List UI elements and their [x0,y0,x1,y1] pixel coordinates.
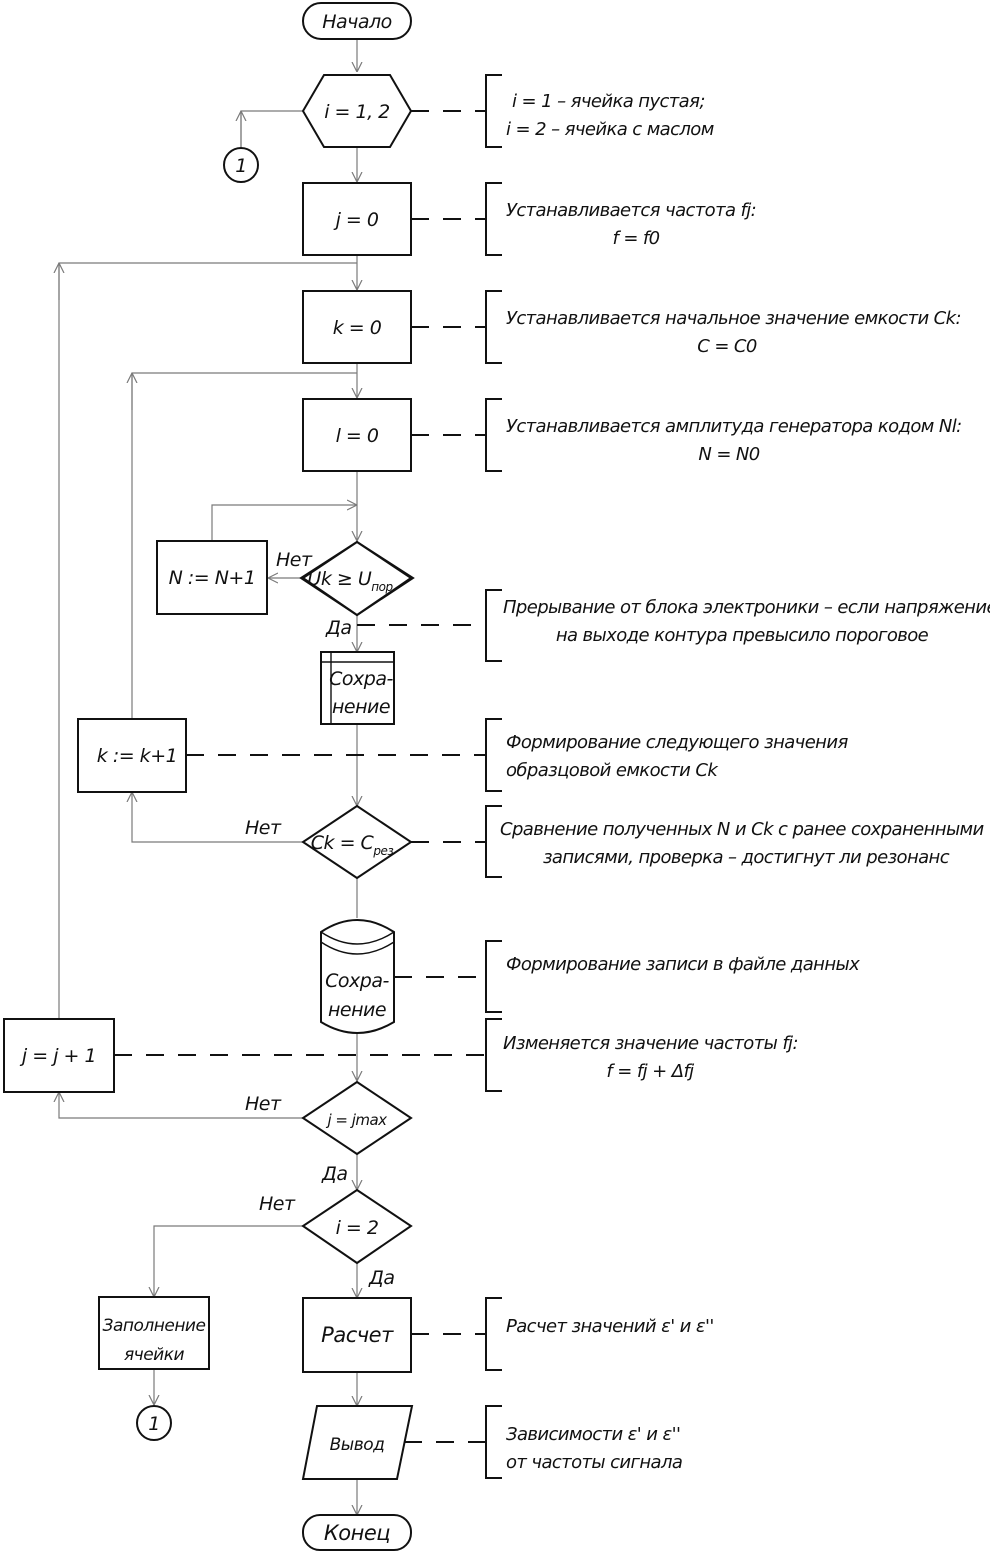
output-label: Вывод [330,1435,385,1455]
annotation-compare: Сравнение полученных N и Ck с ранее сохр… [411,805,985,878]
connector-top: 1 [223,147,259,183]
note-interrupt-2: на выходе контура превысило пороговое [556,625,929,646]
j-no-label: Нет [245,1093,282,1115]
j-yes-label: Да [321,1163,348,1185]
note-k-inc-1: Формирование следующего значения [506,732,848,753]
note-j-init-1: Устанавливается частота fj: [506,200,756,221]
n-inc-label: N := N+1 [169,567,256,589]
loop-i-hexagon: i = 1, 2 [301,74,413,148]
connector-bottom: 1 [136,1405,172,1441]
u-no-label: Нет [276,549,313,571]
annotation-k-init: Устанавливается начальное значение емкос… [411,290,962,364]
annotation-output: Зависимости ε' и ε'' от частоты сигнала [404,1405,683,1479]
save2-storage: Сохра- нение [320,919,395,1034]
note-j-inc-1: Изменяется значение частоты fj: [503,1033,798,1054]
cond-c-decision: Ck = Cрез [301,804,413,880]
output-io: Вывод [301,1405,414,1480]
j-init-label: j = 0 [333,209,379,231]
note-l-init-1: Устанавливается амплитуда генератора код… [506,416,962,437]
connector-bottom-label: 1 [148,1413,160,1435]
calc-process: Расчет [302,1297,412,1373]
save1-label-2: нение [332,696,390,718]
note-k-inc-2: образцовой емкости Ck [506,760,719,781]
k-inc-label: k := k+1 [97,745,177,767]
n-inc-process: N := N+1 [156,540,268,615]
flow-line [240,110,303,147]
i-no-line [154,1225,303,1297]
save2-label-1: Сохра- [325,970,389,992]
l-init-label: l = 0 [336,425,379,447]
j-init-process: j = 0 [302,182,412,256]
i-yes-label: Да [368,1267,395,1289]
note-loop-i-2: i = 2 – ячейка с маслом [506,119,714,140]
save2-label-2: нение [328,999,386,1021]
i-no-label: Нет [259,1193,296,1215]
u-yes-label: Да [325,617,352,639]
c-no-label: Нет [245,817,282,839]
j-inc-label: j = j + 1 [19,1045,96,1067]
note-l-init-2: N = N0 [698,444,759,465]
start-terminator: Начало [302,2,412,40]
note-k-init-2: C = C0 [697,336,757,357]
note-loop-i-1: i = 1 – ячейка пустая; [512,91,705,112]
annotation-loop-i: i = 1 – ячейка пустая; i = 2 – ячейка с … [411,74,714,148]
cond-u-decision: Uk ≥ Uпор [299,540,415,617]
annotation-calc: Расчет значений ε' и ε'' [411,1297,714,1371]
cond-c-sub: рез [372,844,393,858]
note-interrupt-1: Прерывание от блока электроники – если н… [503,597,990,618]
c-no-line [132,792,303,843]
calc-label: Расчет [321,1323,394,1347]
note-compare-2: записями, проверка – достигнут ли резона… [543,847,950,868]
cond-i-decision: i = 2 [301,1188,413,1265]
cond-j-label: j = jmax [325,1111,387,1129]
cond-c-label: Ck = C [311,832,375,854]
k-inc-process: k := k+1 [77,718,187,793]
fill-cell-process: Заполнение ячейки [98,1296,210,1370]
loop-i-label: i = 1, 2 [324,101,390,123]
annotation-k-inc: Формирование следующего значения образцо… [186,718,849,792]
annotation-j-inc: Изменяется значение частоты fj: f = fj +… [114,1018,799,1092]
note-calc-1: Расчет значений ε' и ε'' [506,1316,714,1337]
connector-top-label: 1 [235,155,247,177]
cond-u-label: Uk ≥ U [307,568,371,590]
j-loop-line [58,262,357,1018]
annotation-j-init: Устанавливается частота fj: f = f0 [411,182,757,256]
note-j-inc-2: f = fj + Δfj [606,1061,694,1082]
annotation-interrupt: Прерывание от блока электроники – если н… [357,589,990,662]
k-init-label: k = 0 [333,317,382,339]
note-save2-1: Формирование записи в файле данных [506,954,860,975]
start-label: Начало [322,11,392,33]
note-output-1: Зависимости ε' и ε'' [506,1424,680,1445]
note-k-init-1: Устанавливается начальное значение емкос… [506,308,961,329]
cond-i-label: i = 2 [336,1217,379,1239]
svg-text:Uk ≥ Uпор: Uk ≥ Uпор [307,568,393,594]
save1-label-1: Сохра- [329,668,393,690]
k-init-process: k = 0 [302,290,412,364]
annotation-save2: Формирование записи в файле данных [394,940,861,1013]
svg-text:Ck = Cрез: Ck = Cрез [311,832,394,858]
fill-label-2: ячейки [124,1345,185,1365]
end-terminator: Конец [302,1514,412,1551]
j-inc-process: j = j + 1 [3,1018,115,1093]
end-label: Конец [324,1521,390,1545]
j-no-line [59,1092,303,1119]
flow-lines [59,39,357,1515]
annotation-l-init: Устанавливается амплитуда генератора код… [411,398,962,472]
fill-label-1: Заполнение [103,1316,206,1336]
n-loop-line [211,505,357,541]
note-output-2: от частоты сигнала [506,1452,682,1473]
note-compare-1: Сравнение полученных N и Ck с ранее сохр… [500,819,985,840]
l-init-process: l = 0 [302,398,412,472]
note-j-init-2: f = f0 [612,228,659,249]
cond-u-sub: пор [371,580,393,594]
save1-predefined-process: Сохра- нение [320,651,395,725]
cond-j-decision: j = jmax [301,1080,413,1156]
